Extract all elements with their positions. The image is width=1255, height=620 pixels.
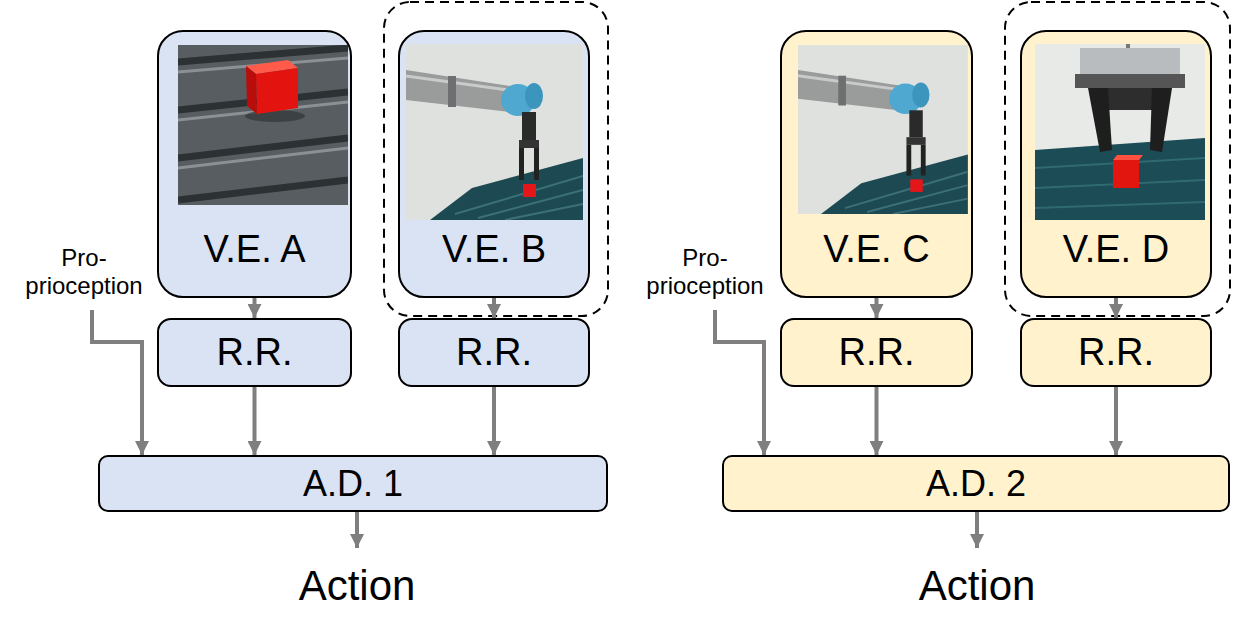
box-label: R.R. [456, 331, 532, 375]
representation-box: R.R. [1020, 318, 1212, 387]
action-arrow [975, 512, 979, 548]
arm-joint-cap [525, 83, 543, 109]
vision-encoder-box: V.E. D [1020, 30, 1212, 298]
vision-encoder-box: V.E. B [398, 30, 590, 298]
rail-groove [178, 138, 348, 158]
arm-link [406, 70, 510, 112]
gripper-body [1105, 88, 1155, 110]
representation-box: R.R. [398, 318, 590, 387]
flow-arrow [875, 298, 879, 318]
table-groove [1035, 180, 1205, 188]
table [1035, 138, 1205, 220]
table-groove [1035, 158, 1205, 168]
representation-box: R.R. [157, 318, 352, 387]
arm-ring [448, 76, 456, 107]
table-groove [505, 204, 583, 220]
box-label: V.E. A [203, 228, 305, 272]
image-ground [1035, 44, 1205, 220]
cable [1126, 44, 1130, 50]
gripper-finger [519, 148, 524, 180]
dashed-group-outline [384, 2, 608, 316]
box-label: A.D. 2 [926, 463, 1026, 504]
wrist-camera-image [178, 45, 348, 205]
side-camera-image [798, 45, 968, 214]
gripper-plate [1075, 74, 1185, 88]
box-label: R.R. [217, 331, 293, 375]
edge-group [255, 298, 1117, 455]
rail-groove [178, 102, 348, 120]
flow-arrow [492, 298, 496, 318]
dashed-group-outline [1005, 2, 1230, 316]
gripper-finger [534, 148, 539, 180]
proprioception-arrow [715, 310, 764, 455]
input-label: Pro- prioception [25, 244, 142, 299]
box-label: R.R. [1078, 331, 1154, 375]
table-groove [455, 176, 583, 214]
flow-arrow [875, 387, 879, 455]
action-decoder-box: A.D. 2 [722, 455, 1230, 512]
rail-groove [178, 58, 348, 72]
side-camera-image [406, 44, 583, 220]
wrist [522, 112, 536, 140]
vision-encoder-box: V.E. A [157, 30, 352, 298]
front-camera-image [1035, 44, 1205, 220]
action-arrow [355, 512, 359, 548]
output-label: Action [299, 562, 416, 610]
input-label: Pro- prioception [646, 244, 763, 299]
red-cube [1113, 160, 1139, 188]
cube-top [1113, 155, 1143, 160]
rail-groove [178, 92, 348, 110]
gripper-finger [1088, 88, 1112, 152]
flow-arrow [1114, 387, 1118, 455]
red-cube [523, 184, 536, 197]
table-groove [478, 190, 583, 218]
flow-arrow [1114, 298, 1118, 318]
representation-box: R.R. [780, 318, 973, 387]
cube-top [246, 60, 298, 74]
arm-joint [501, 84, 535, 116]
flow-arrow [253, 387, 257, 455]
flow-arrow [253, 298, 257, 318]
action-decoder-box: A.D. 1 [98, 455, 608, 512]
box-label: A.D. 1 [303, 463, 403, 504]
vision-encoder-box: V.E. C [780, 30, 973, 298]
cube-shadow [245, 110, 305, 122]
output-label: Action [919, 562, 1036, 610]
rail-groove [178, 48, 348, 62]
image-ground [406, 44, 583, 220]
gripper-mount [1080, 48, 1180, 74]
box-label: V.E. C [823, 228, 929, 272]
table [430, 158, 583, 220]
proprioception-arrow [92, 310, 142, 455]
cube-side [246, 66, 257, 114]
rail-groove [178, 148, 348, 168]
table-groove [1035, 202, 1205, 208]
arm-highlight [406, 76, 508, 90]
rail-groove [178, 180, 348, 200]
gripper-base [519, 140, 539, 148]
cube-front [256, 68, 298, 114]
box-label: R.R. [839, 331, 915, 375]
gripper-finger [1150, 88, 1172, 152]
box-label: V.E. D [1063, 228, 1169, 272]
image-ground [178, 45, 348, 205]
flow-arrow [492, 387, 496, 455]
box-label: V.E. B [442, 228, 546, 272]
